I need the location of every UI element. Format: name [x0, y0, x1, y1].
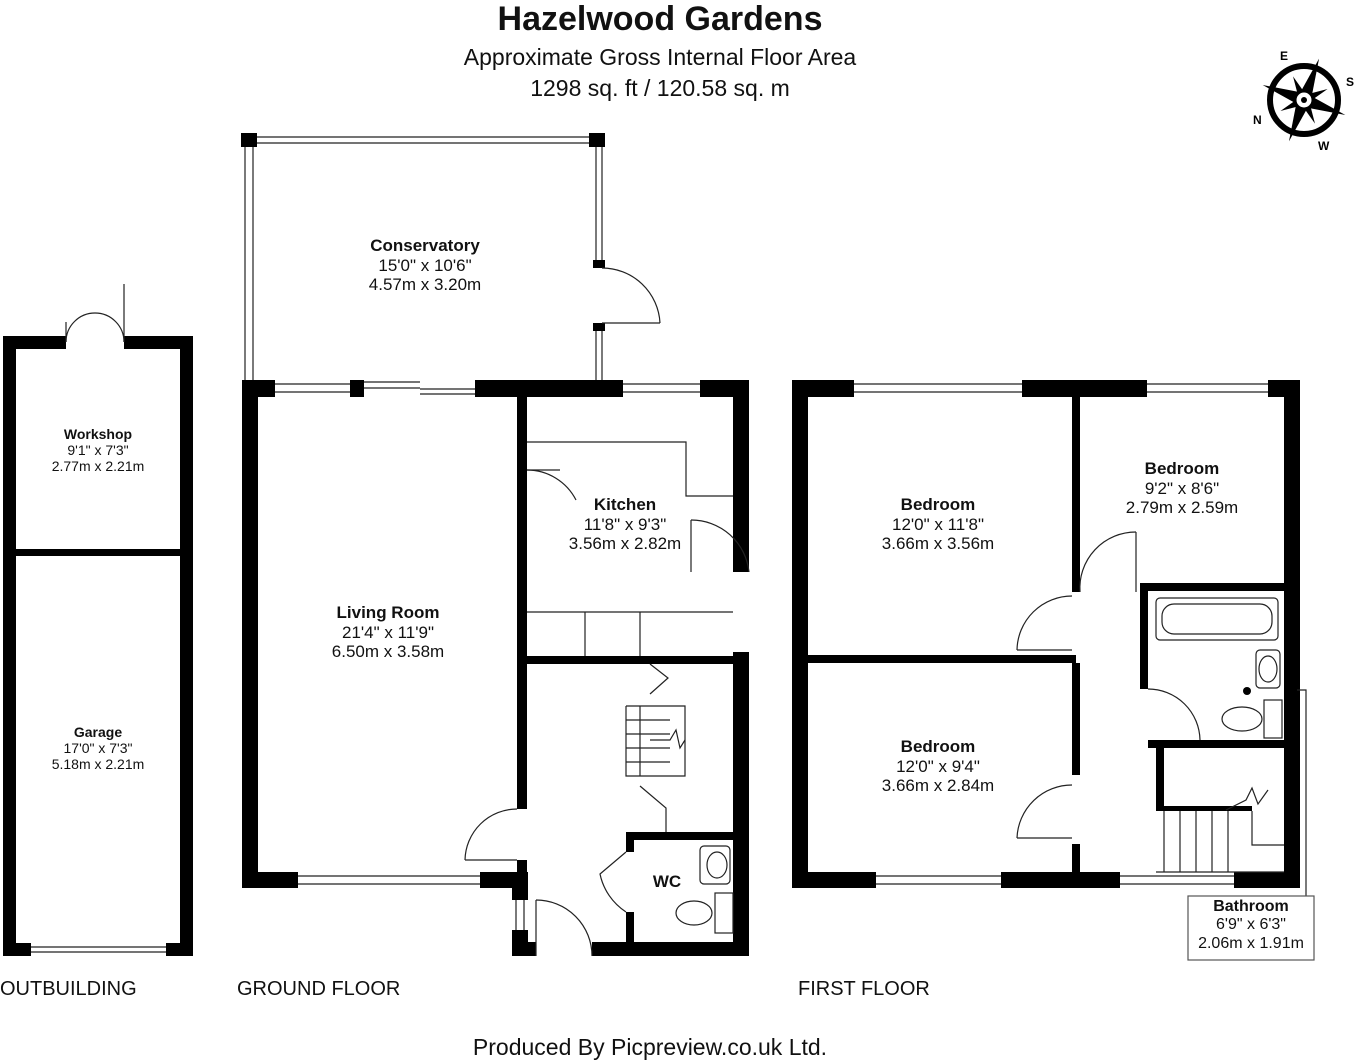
room-imperial: 11'8" x 9'3": [583, 514, 667, 534]
room-metric: 2.79m x 2.59m: [1125, 498, 1239, 518]
room-name: Bedroom: [900, 737, 976, 756]
room-workshop: Workshop 9'1" x 7'3" 2.77m x 2.21m: [52, 426, 145, 474]
plan-title: Hazelwood Gardens: [497, 0, 823, 38]
room-bedroom-1: Bedroom 12'0" x 11'8" 3.66m x 3.56m: [882, 495, 994, 554]
ground-floor-walls: [241, 133, 749, 956]
room-kitchen: Kitchen 11'8" x 9'3" 3.56m x 2.82m: [569, 495, 681, 554]
room-metric: 3.66m x 2.84m: [881, 776, 995, 796]
room-metric: 3.66m x 3.56m: [881, 534, 995, 554]
floor-area: 1298 sq. ft / 120.58 sq. m: [530, 75, 790, 101]
room-metric: 6.50m x 3.58m: [331, 642, 445, 662]
room-bedroom-3: Bedroom 12'0" x 9'4" 3.66m x 2.84m: [882, 737, 994, 796]
room-name: Garage: [73, 724, 123, 740]
room-metric: 2.06m x 1.91m: [1198, 934, 1304, 952]
room-name: Kitchen: [593, 495, 657, 514]
room-imperial: 9'2" x 8'6": [1144, 478, 1220, 498]
room-name: Bedroom: [1144, 459, 1220, 478]
room-bathroom: Bathroom 6'9" x 6'3" 2.06m x 1.91m: [1198, 898, 1304, 953]
room-imperial: 21'4" x 11'9": [342, 622, 434, 642]
room-conservatory: Conservatory 15'0" x 10'6" 4.57m x 3.20m: [369, 236, 481, 295]
room-imperial: 17'0" x 7'3": [63, 740, 133, 757]
room-metric: 3.56m x 2.82m: [568, 534, 682, 554]
room-name: Conservatory: [370, 236, 480, 255]
producer-credit: Produced By Picpreview.co.uk Ltd.: [472, 1034, 828, 1060]
room-imperial: 9'1" x 7'3": [67, 442, 129, 459]
room-name: Workshop: [63, 426, 133, 442]
room-living: Living Room 21'4" x 11'9" 6.50m x 3.58m: [332, 603, 444, 662]
room-name: Living Room: [336, 603, 440, 622]
room-imperial: 12'0" x 11'8": [892, 514, 984, 534]
room-name: Bedroom: [900, 495, 976, 514]
plan-subtitle: Approximate Gross Internal Floor Area: [463, 44, 857, 70]
compass-s: S: [1346, 75, 1354, 89]
compass-rose-icon: [1262, 58, 1346, 142]
compass-w: W: [1318, 139, 1330, 153]
room-wc: WC: [653, 872, 681, 892]
outbuilding-walls: [3, 336, 193, 956]
room-metric: 5.18m x 2.21m: [51, 756, 145, 773]
floor-label-ground: GROUND FLOOR: [237, 978, 401, 1000]
compass-n: N: [1253, 113, 1262, 127]
room-name: WC: [652, 872, 682, 891]
room-bedroom-2: Bedroom 9'2" x 8'6" 2.79m x 2.59m: [1126, 459, 1238, 518]
room-metric: 4.57m x 3.20m: [368, 275, 482, 295]
room-imperial: 12'0" x 9'4": [896, 756, 980, 776]
floor-label-outbuilding: OUTBUILDING: [0, 978, 137, 1000]
room-garage: Garage 17'0" x 7'3" 5.18m x 2.21m: [52, 724, 145, 772]
room-name: Bathroom: [1213, 898, 1289, 915]
first-floor-walls: [792, 380, 1300, 888]
room-imperial: 15'0" x 10'6": [378, 255, 472, 275]
floor-label-first: FIRST FLOOR: [798, 978, 930, 1000]
room-metric: 2.77m x 2.21m: [51, 458, 145, 475]
room-imperial: 6'9" x 6'3": [1216, 916, 1286, 934]
compass-e: E: [1280, 49, 1288, 63]
